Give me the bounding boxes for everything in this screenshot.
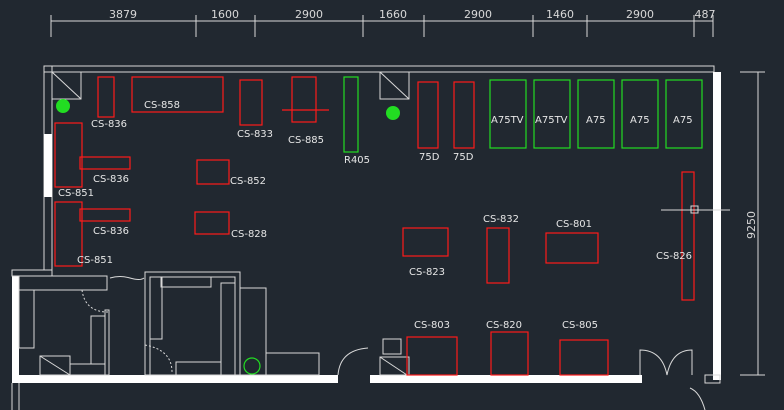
dim-label: 487: [695, 8, 716, 21]
treadmill-a75tv[interactable]: [533, 79, 571, 149]
treadmill-a75[interactable]: [577, 79, 615, 149]
label: CS-826: [656, 251, 692, 262]
back-rooms: [18, 271, 721, 410]
label: CS-832: [483, 214, 519, 225]
cardio-equipment: [343, 76, 703, 153]
machine-cs-833[interactable]: [239, 79, 263, 126]
label: CS-805: [562, 320, 598, 331]
machine-r405[interactable]: [343, 76, 359, 153]
machine-cs-823[interactable]: [402, 227, 449, 257]
machine-75d[interactable]: [453, 81, 475, 149]
dim-label: 2900: [464, 8, 492, 21]
machine-cs-885[interactable]: [291, 76, 317, 123]
label: CS-823: [409, 267, 445, 278]
label: 75D: [419, 152, 440, 163]
machine-cs-852[interactable]: [196, 159, 230, 185]
machine-cs-836[interactable]: [79, 208, 131, 222]
label: CS-801: [556, 219, 592, 230]
machine-cs-851[interactable]: [54, 201, 83, 267]
dim-label: 2900: [626, 8, 654, 21]
plant-icon: [56, 99, 70, 113]
label: A75TV: [535, 115, 568, 126]
cursor-crosshair: [661, 205, 730, 214]
label: CS-820: [486, 320, 522, 331]
walls: [11, 65, 721, 410]
label: A75: [586, 115, 606, 126]
treadmill-a75tv[interactable]: [489, 79, 527, 149]
label: CS-836: [93, 226, 129, 237]
machine-cs-801[interactable]: [545, 232, 599, 264]
label: A75: [673, 115, 693, 126]
plant-icon: [386, 106, 400, 120]
machine-cs-820[interactable]: [490, 331, 529, 376]
label: R405: [344, 155, 370, 166]
label: A75: [630, 115, 650, 126]
label: CS-836: [93, 174, 129, 185]
dim-label: 1660: [379, 8, 407, 21]
right-dimension: 9250: [740, 71, 765, 376]
machine-cs-836[interactable]: [79, 156, 131, 170]
label: CS-828: [231, 229, 267, 240]
label: CS-833: [237, 129, 273, 140]
dim-label: 3879: [109, 8, 137, 21]
label: A75TV: [491, 115, 524, 126]
label: CS-852: [230, 176, 266, 187]
label: CS-836: [91, 119, 127, 130]
top-dimension-chain: 3879 1600 2900 1660 2900 1460 2900 487: [50, 8, 716, 37]
machine-cs-828[interactable]: [194, 211, 230, 235]
label: CS-851: [77, 255, 113, 266]
machine-cs-803[interactable]: [406, 336, 458, 376]
label: CS-858: [144, 100, 180, 111]
dim-label: 1600: [211, 8, 239, 21]
machine-cs-832[interactable]: [486, 227, 510, 284]
dim-label: 1460: [546, 8, 574, 21]
label: CS-803: [414, 320, 450, 331]
machine-cs-805[interactable]: [559, 339, 609, 376]
treadmill-a75[interactable]: [665, 79, 703, 149]
equipment-labels: CS-836 CS-858 CS-833 CS-885 R405 75D 75D…: [58, 100, 693, 331]
machine-cs-836[interactable]: [97, 76, 115, 118]
machine-cs-851[interactable]: [54, 122, 83, 188]
dim-label: 9250: [745, 211, 758, 239]
label: CS-851: [58, 188, 94, 199]
columns: [51, 71, 410, 376]
dim-label: 2900: [295, 8, 323, 21]
label: 75D: [453, 152, 474, 163]
strength-equipment: [54, 76, 695, 376]
plant-icon: [243, 357, 261, 375]
treadmill-a75[interactable]: [621, 79, 659, 149]
machine-cs-858[interactable]: [131, 76, 224, 113]
label: CS-885: [288, 135, 324, 146]
machine-75d[interactable]: [417, 81, 439, 149]
machine-cs-826[interactable]: [681, 171, 695, 301]
